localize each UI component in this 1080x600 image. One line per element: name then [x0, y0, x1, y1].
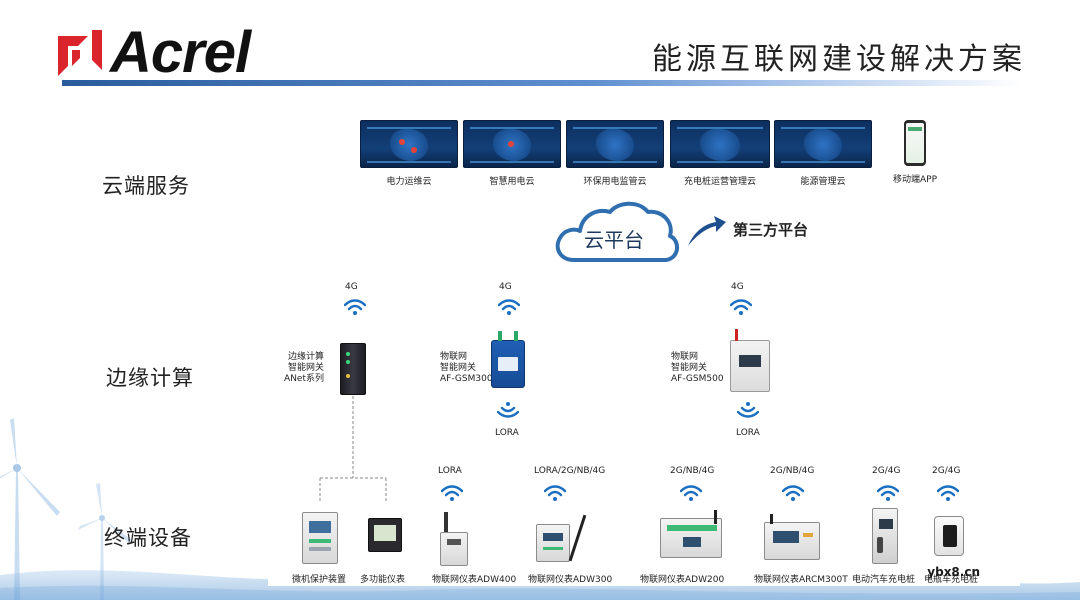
gateway-label-gsm300: 物联网 智能网关 AF-GSM300	[440, 352, 493, 384]
header-divider	[62, 80, 1022, 86]
acrel-logo-text: Acrel	[110, 20, 251, 85]
terminal-device-label: 物联网仪表ADW400	[432, 575, 517, 585]
network-label: 4G	[499, 282, 512, 292]
watermark: ybx8.cn	[927, 565, 980, 579]
terminal-device-label: 微机保护装置	[292, 575, 347, 585]
network-label: 2G/NB/4G	[670, 466, 715, 476]
wifi-icon	[937, 485, 959, 502]
cloud-app-label: 电力运维云	[386, 177, 432, 187]
network-label: 2G/4G	[872, 466, 901, 476]
third-party-platform-label: 第三方平台	[733, 221, 809, 239]
gsm300-gateway-device	[491, 331, 525, 388]
gateway-label-anet: 边缘计算 智能网关 ANet系列	[284, 352, 324, 384]
gateway-label-gsm500: 物联网 智能网关 AF-GSM500	[671, 352, 724, 384]
cloud-app-label: 能源管理云	[800, 177, 846, 187]
cloud-app-label: 智慧用电云	[489, 177, 535, 187]
terminal-device-label: 物联网仪表ADW200	[640, 575, 725, 585]
wifi-icon	[782, 485, 804, 502]
curved-arrow-icon	[688, 216, 726, 246]
wifi-icon	[441, 485, 463, 502]
wifi-icon	[877, 485, 899, 502]
cloud-platform-label: 云平台	[584, 228, 644, 252]
wind-turbine-icon	[0, 418, 60, 600]
acrel-logo: Acrel	[58, 20, 251, 85]
tier-label-terminal: 终端设备	[104, 526, 192, 550]
terminal-device-label: 物联网仪表ARCM300T	[754, 575, 848, 585]
slide-title: 能源互联网建设解决方案	[652, 42, 1026, 77]
cloud-app-smart-power: 智慧用电云	[463, 120, 561, 187]
cloud-icon	[555, 201, 679, 262]
anet-gateway-device	[340, 343, 366, 395]
network-label: LORA	[438, 466, 462, 476]
gsm500-gateway-device	[730, 329, 770, 392]
network-label: 4G	[731, 282, 744, 292]
network-label: LORA	[495, 428, 519, 438]
acrel-logo-mark-icon	[58, 30, 102, 76]
terminal-device-label: 物联网仪表ADW300	[528, 575, 613, 585]
terminal-device-label: 电动汽车充电桩	[852, 575, 916, 585]
cloud-app-power-om: 电力运维云	[360, 120, 458, 187]
cloud-app-mobile: 移动端APP	[880, 120, 950, 185]
network-label: 2G/4G	[932, 466, 961, 476]
dashboard-screenshot	[774, 120, 872, 168]
terminal-device-label: 电瓶车充电桩	[924, 575, 979, 585]
wifi-icon	[544, 485, 566, 502]
cloud-app-energy: 能源管理云	[774, 120, 872, 187]
cloud-app-label: 充电桩运营管理云	[683, 177, 756, 187]
cloud-app-charging: 充电桩运营管理云	[670, 120, 770, 187]
terminal-devices-panel: 微机保护装置 多功能仪表 物联网仪表ADW400 物联网仪表ADW300 物联网…	[268, 502, 1020, 586]
terminal-device-label: 多功能仪表	[360, 575, 406, 585]
wind-turbine-icon	[78, 483, 132, 600]
wifi-icon	[680, 485, 702, 502]
dashboard-screenshot	[360, 120, 458, 168]
dashboard-screenshot	[670, 120, 770, 168]
mobile-phone-icon	[904, 120, 926, 166]
tier-label-edge: 边缘计算	[106, 366, 194, 390]
cloud-app-label: 移动端APP	[892, 175, 937, 185]
tier-label-cloud: 云端服务	[102, 174, 190, 198]
network-label: 2G/NB/4G	[770, 466, 815, 476]
dashboard-screenshot	[463, 120, 561, 168]
dashboard-screenshot	[566, 120, 664, 168]
cloud-app-env-monitor: 环保用电监管云	[566, 120, 664, 187]
network-label: 4G	[345, 282, 358, 292]
network-label: LORA/2G/NB/4G	[534, 466, 606, 476]
cloud-app-label: 环保用电监管云	[583, 177, 647, 187]
network-label: LORA	[736, 428, 760, 438]
